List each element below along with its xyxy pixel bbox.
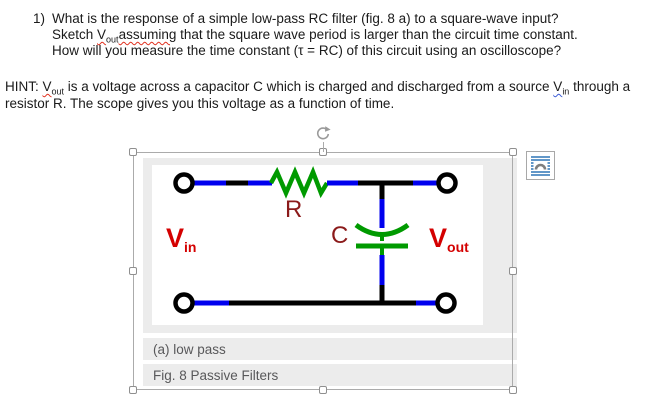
- question-line-2-pre: Sketch: [52, 27, 98, 42]
- vin-label-sub: in: [184, 239, 197, 255]
- vout-label: Vout: [429, 223, 469, 255]
- hint-vin-symbol: V: [553, 79, 563, 94]
- question-line-2: Sketch Voutassuming that the square wave…: [52, 27, 578, 45]
- layout-options-button[interactable]: [526, 151, 555, 180]
- figure-caption-band: Fig. 8 Passive Filters: [143, 364, 517, 386]
- resize-handle-top-left[interactable]: [129, 148, 137, 156]
- vout-symbol: V: [97, 27, 107, 42]
- misspelled-rest: assuming: [118, 27, 177, 42]
- rotate-handle-stem: [323, 142, 324, 152]
- capacitor-label: C: [331, 222, 349, 249]
- hint-middle: is a voltage across a capacitor C which …: [64, 79, 554, 94]
- resize-handle-middle-left[interactable]: [129, 267, 137, 275]
- figure-subcaption-band: (a) low pass: [143, 338, 517, 360]
- resistor-symbol: [269, 166, 329, 199]
- vout-label-main: V: [429, 223, 448, 253]
- layout-options-icon: [531, 156, 550, 176]
- question-line-2-post: that the square wave period is larger th…: [176, 27, 578, 42]
- vout-label-sub: out: [447, 239, 469, 255]
- rotate-icon: [316, 126, 331, 140]
- hint-vout-subscript: out: [51, 86, 65, 97]
- resize-handle-bottom-left[interactable]: [129, 386, 137, 394]
- hint-vin: Vin: [553, 79, 570, 97]
- question-line-3: How will you measure the time constant (…: [52, 43, 562, 58]
- rotate-handle[interactable]: [314, 125, 332, 143]
- terminal-top-left: [173, 172, 195, 194]
- resize-handle-bottom-right[interactable]: [509, 386, 517, 394]
- circuit-panel: [152, 165, 483, 325]
- capacitor-symbol: [354, 222, 410, 255]
- hint-line-1: HINT: Vout is a voltage across a capacit…: [5, 79, 631, 97]
- misspelled-word: Voutassuming: [97, 27, 177, 45]
- question-line-1: What is the response of a simple low-pas…: [52, 11, 559, 26]
- resistor-label: R: [285, 196, 303, 223]
- vin-label-main: V: [166, 223, 185, 253]
- hint-prefix: HINT:: [5, 79, 43, 94]
- vin-label: Vin: [166, 223, 197, 255]
- resize-handle-top-right[interactable]: [509, 148, 517, 156]
- figure-background: [143, 158, 517, 333]
- vout-subscript: out: [106, 34, 119, 45]
- question-number: 1): [33, 11, 46, 26]
- selection-border[interactable]: [133, 152, 513, 390]
- resize-handle-middle-right[interactable]: [509, 267, 517, 275]
- terminal-bottom-left: [173, 292, 195, 314]
- hint-line-2: resistor R. The scope gives you this vol…: [5, 96, 395, 111]
- hint-vout: Vout: [42, 79, 65, 97]
- figure-image[interactable]: (a) low pass Fig. 8 Passive Filters: [143, 158, 517, 387]
- hint-vout-symbol: V: [42, 79, 52, 94]
- terminal-top-right: [436, 172, 458, 194]
- resize-handle-bottom-middle[interactable]: [319, 386, 327, 394]
- terminal-bottom-right: [435, 292, 457, 314]
- rc-circuit-drawing: [173, 166, 458, 314]
- hint-line-1-post: through a: [569, 79, 631, 94]
- figure-caption: Fig. 8 Passive Filters: [153, 367, 279, 383]
- hint-vin-subscript: in: [562, 86, 570, 97]
- figure-subcaption: (a) low pass: [153, 341, 226, 357]
